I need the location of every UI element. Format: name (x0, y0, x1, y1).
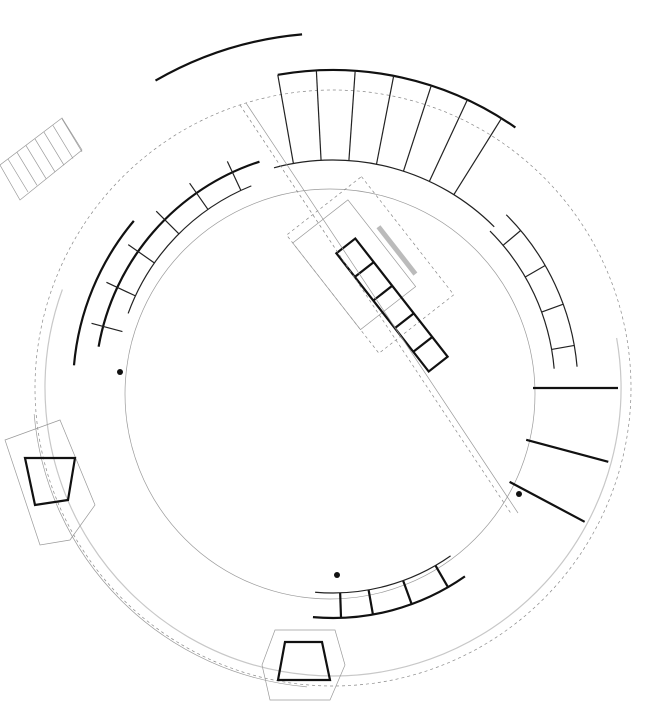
pavilion-outline (261, 629, 346, 701)
outer-wall-east (505, 214, 578, 367)
room-partition (402, 85, 432, 172)
room-partition (127, 244, 155, 264)
room-partition (428, 99, 468, 182)
south-block-wall (312, 575, 466, 620)
pavilion-frame (276, 640, 332, 682)
column-dot (117, 369, 123, 375)
stair-tread (43, 132, 65, 166)
room-partition (91, 322, 123, 333)
rings (33, 89, 632, 688)
south-block-inner-wall (315, 555, 451, 594)
outer-wall-top (154, 33, 303, 82)
column-dot (516, 491, 522, 497)
core-partition (412, 336, 433, 353)
room-partition (315, 70, 322, 161)
room-partition-south (402, 580, 413, 605)
stair-top-left (0, 117, 83, 201)
pavilion-west (4, 419, 96, 546)
outer-wall-south (33, 414, 307, 688)
axis-line-secondary (245, 102, 519, 514)
corridor-wall-north (273, 159, 495, 228)
core-grille (376, 225, 418, 276)
stair-tread (7, 158, 29, 193)
core-partition (372, 284, 393, 302)
room-partition (226, 161, 242, 191)
outer-wall-north (277, 68, 517, 129)
stair-tread (25, 145, 47, 179)
room-partition (189, 182, 209, 210)
room-partition (375, 75, 395, 165)
room-partition-east (509, 480, 586, 523)
room-partition-east (525, 438, 609, 463)
room-partition-south (367, 589, 375, 615)
room-partition (524, 264, 546, 278)
stair-tread (52, 125, 74, 159)
room-partition (106, 281, 136, 297)
core-block (334, 236, 450, 374)
axis-line (239, 104, 513, 516)
stair-tread (16, 152, 38, 186)
room-partition (155, 210, 180, 235)
room-partition (502, 230, 522, 246)
pavilion-outline (4, 419, 96, 546)
stair-outline (0, 117, 83, 201)
outer-dashed-circle (34, 89, 632, 687)
room-partition (541, 303, 564, 313)
inner-wall-northwest (127, 185, 252, 314)
room-partition (453, 118, 503, 195)
outer-wall-northwest (97, 160, 260, 347)
room-partition (348, 70, 356, 161)
room-partition (551, 344, 575, 351)
perimeter-rooms (72, 33, 618, 620)
room-partition-south (434, 564, 449, 588)
outer-wall-west (72, 220, 135, 366)
room-partition-south (339, 592, 343, 618)
room-partition (277, 74, 294, 164)
core-outline (292, 199, 417, 331)
inner-wall-east (489, 230, 555, 369)
stair-tread (34, 138, 56, 173)
gallery-ring (44, 289, 622, 677)
column-dot (334, 572, 340, 578)
stair-tread (61, 118, 83, 152)
pavilion-south (261, 629, 346, 701)
inner-courtyard-circle (124, 188, 536, 600)
core-partition (394, 312, 415, 330)
core-partition (354, 261, 375, 278)
pavilion-frame (23, 456, 77, 507)
